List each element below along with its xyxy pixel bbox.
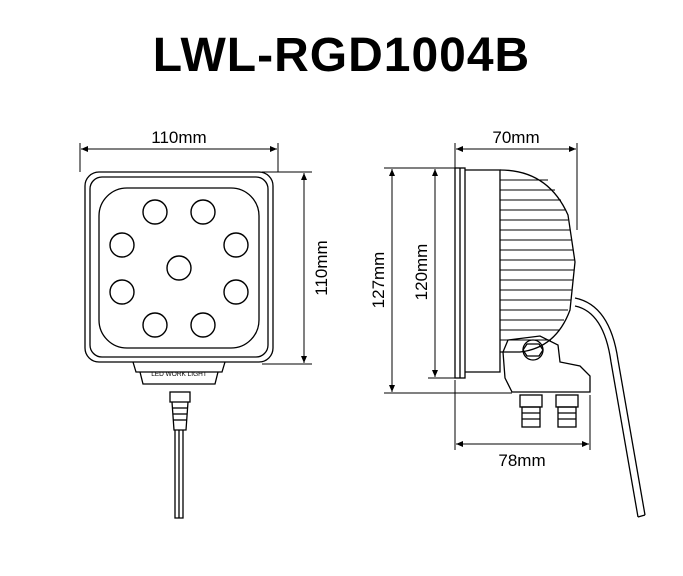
front-lens xyxy=(98,187,260,349)
led xyxy=(142,312,168,338)
led xyxy=(142,199,168,225)
led xyxy=(190,312,216,338)
side-cable xyxy=(574,297,646,516)
bracket-bolt xyxy=(522,339,544,361)
body-height-dimension xyxy=(428,167,455,379)
front-height-label: 110mm xyxy=(312,240,331,295)
body-height-label: 120mm xyxy=(412,244,431,301)
led-array xyxy=(109,199,249,338)
mount-bracket xyxy=(502,335,591,393)
bracket-depth-dimension xyxy=(454,380,591,450)
cable-gland xyxy=(171,401,189,431)
led xyxy=(223,279,249,305)
base-label: LED WORK LIGHT xyxy=(151,371,207,378)
side-depth-dimension xyxy=(454,143,578,230)
total-height-dimension xyxy=(384,167,512,394)
side-body xyxy=(465,169,501,373)
front-housing-inner xyxy=(89,176,269,358)
led xyxy=(109,279,135,305)
front-view xyxy=(84,171,274,519)
led xyxy=(109,232,135,258)
led xyxy=(190,199,216,225)
mount-bolts xyxy=(519,394,579,428)
base-plate-lower xyxy=(139,371,219,385)
led xyxy=(166,255,192,281)
front-width-dimension xyxy=(79,143,279,172)
heatsink-outline xyxy=(499,169,576,353)
front-width-label: 110mm xyxy=(151,128,206,147)
led xyxy=(223,232,249,258)
bracket-depth-label: 78mm xyxy=(498,451,545,470)
product-title: LWL-RGD1004B xyxy=(152,29,531,82)
side-depth-label: 70mm xyxy=(492,128,539,147)
base-plate xyxy=(132,361,226,373)
side-view xyxy=(454,167,646,518)
total-height-label: 127mm xyxy=(369,252,388,309)
heatsink-fins xyxy=(500,179,574,341)
front-height-dimension xyxy=(262,171,312,365)
front-housing-outer xyxy=(84,171,274,363)
cable-gland-nut xyxy=(169,391,191,403)
